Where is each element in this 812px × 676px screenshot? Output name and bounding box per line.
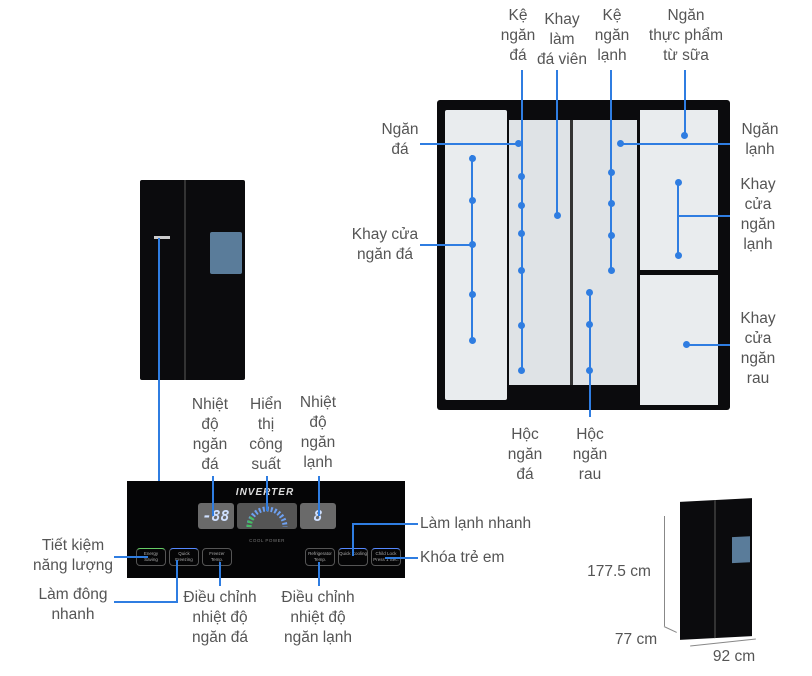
fridge-front-image <box>140 180 245 380</box>
label-adjust-fridge: Điều chỉnh nhiệt độ ngăn lạnh <box>281 589 355 646</box>
freezer-temp-button[interactable]: Freezer Temp. <box>202 548 232 566</box>
fridge-open-image <box>437 100 730 410</box>
label-freezer-temp: Nhiệt độ ngăn đá <box>191 396 229 473</box>
quick-freezing-button[interactable]: Quick Freezing <box>169 548 199 566</box>
label-fridge-door-tray: Khay cửa ngăn lạnh <box>740 176 776 253</box>
label-veg-drawer: Hộc ngăn rau <box>572 426 608 483</box>
freezer-temp-display: -88 <box>198 503 234 529</box>
label-energy-saving: Tiết kiệm năng lượng <box>32 537 113 574</box>
label-freezer-shelf: Kệ ngăn đá <box>500 7 536 64</box>
dimension-width: 92 cm <box>712 648 756 665</box>
fridge-dimension-image <box>680 498 752 640</box>
label-fridge-temp: Nhiệt độ ngăn lạnh <box>299 394 337 471</box>
fridge-temp-button[interactable]: Refrigerator Temp. <box>305 548 335 566</box>
label-power-display: Hiển thị công suất <box>249 396 283 473</box>
label-veg-door-tray: Khay cửa ngăn rau <box>740 310 776 387</box>
dimension-depth: 77 cm <box>614 631 658 648</box>
label-dairy: Ngăn thực phẩm từ sữa <box>648 7 724 64</box>
label-freezer-drawer: Hộc ngăn đá <box>507 426 543 483</box>
label-freezer-door-tray: Khay cửa ngăn đá <box>351 226 419 263</box>
cool-power-label: COOL POWER <box>249 538 285 543</box>
label-child-lock: Khóa trẻ em <box>420 549 505 566</box>
label-quick-freezing: Làm đông nhanh <box>38 586 108 623</box>
label-fridge-shelf: Kệ ngăn lạnh <box>594 7 630 64</box>
dimension-height: 177.5 cm <box>587 563 651 580</box>
label-freezer: Ngăn đá <box>381 121 419 158</box>
panel-brand: INVERTER <box>235 487 295 498</box>
label-adjust-freezer: Điều chỉnh nhiệt độ ngăn đá <box>183 589 257 646</box>
label-fridge: Ngăn lạnh <box>741 121 779 158</box>
label-ice-tray: Khay làm đá viên <box>537 11 587 68</box>
label-quick-cooling: Làm lạnh nhanh <box>420 515 532 532</box>
